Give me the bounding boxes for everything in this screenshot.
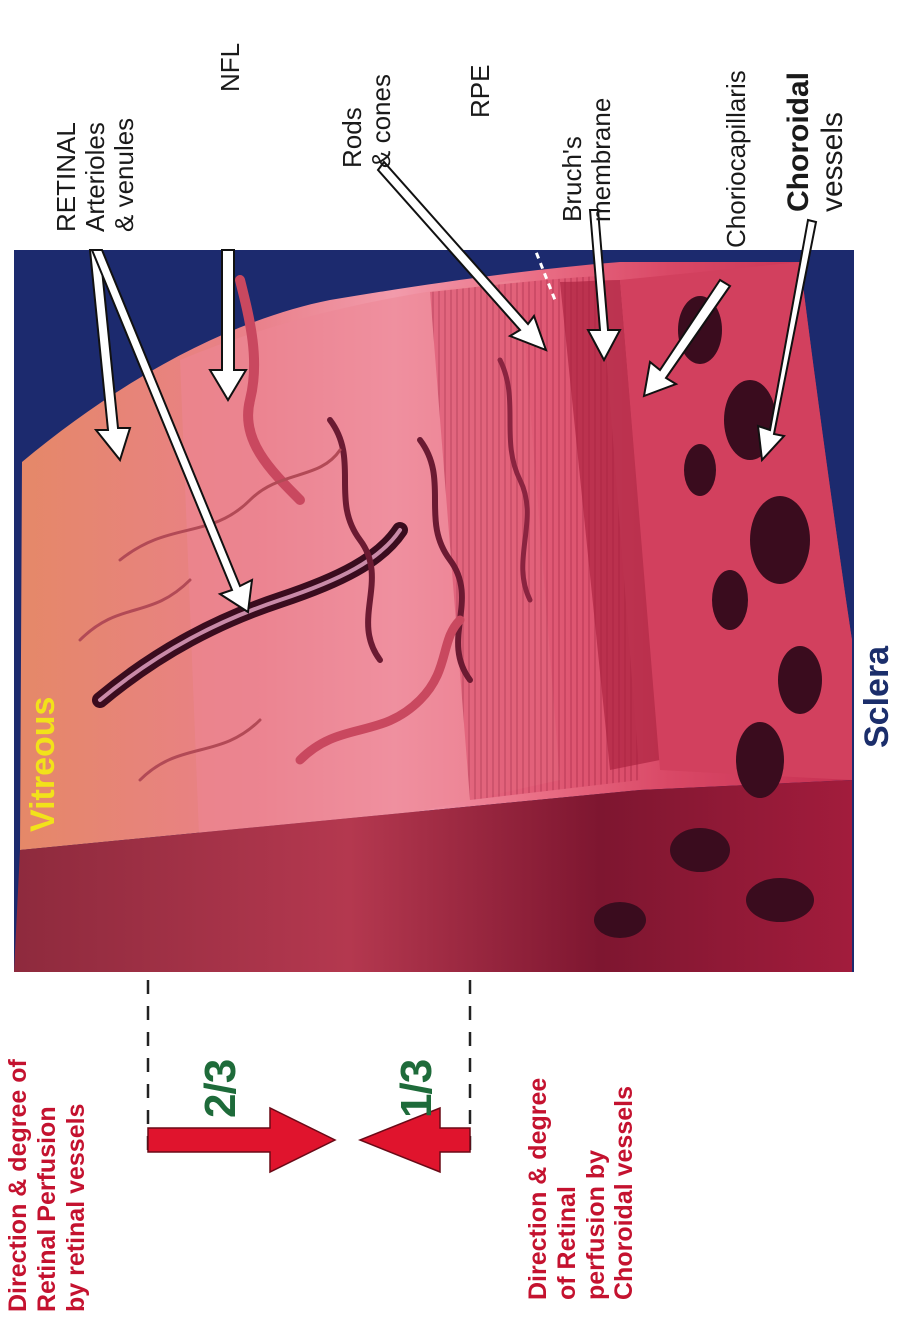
label-nfl-text: NFL — [216, 43, 245, 92]
retinal-fraction: 2/3 — [196, 1060, 246, 1118]
label-nfl: NFL — [216, 43, 245, 92]
label-retinal-line1: RETINAL — [52, 118, 81, 232]
choroidal-perfusion-caption: Direction & degree of Retinal perfusion … — [524, 1078, 639, 1300]
choroidal-fraction: 1/3 — [392, 1060, 442, 1118]
label-choriocapillaris-text: Choriocapillaris — [722, 70, 751, 248]
label-bruchs-line2: membrane — [587, 98, 616, 222]
label-bruchs: Bruch's membrane — [558, 98, 616, 222]
label-sclera: Sclera — [858, 646, 897, 748]
label-choroidal-line1: Choroidal — [782, 72, 816, 212]
label-choroidal-line2: vessels — [816, 72, 850, 212]
choroidal-caption-line4: Choroidal vessels — [610, 1078, 639, 1300]
label-retinal-vessels: RETINAL Arterioles & venules — [52, 118, 139, 232]
label-rods-cones: Rods & cones — [338, 74, 396, 168]
label-choroidal-vessels: Choroidal vessels — [782, 72, 849, 212]
label-rpe-text: RPE — [466, 65, 495, 118]
choroidal-caption-line2: of Retinal — [553, 1078, 582, 1300]
retinal-caption-line1: Direction & degree of — [4, 1059, 33, 1312]
retinal-caption-line2: Retinal Perfusion — [33, 1059, 62, 1312]
label-vitreous: Vitreous — [24, 697, 63, 832]
label-retinal-line2: Arterioles — [81, 118, 110, 232]
label-retinal-line3: & venules — [110, 118, 139, 232]
choroidal-caption-line1: Direction & degree — [524, 1078, 553, 1300]
label-rods-line1: Rods — [338, 74, 367, 168]
choroidal-caption-line3: perfusion by — [582, 1078, 611, 1300]
retinal-perfusion-caption: Direction & degree of Retinal Perfusion … — [4, 1059, 90, 1312]
label-choriocapillaris: Choriocapillaris — [722, 70, 751, 248]
label-rpe: RPE — [466, 65, 495, 118]
retinal-caption-line3: by retinal vessels — [62, 1059, 91, 1312]
label-bruchs-line1: Bruch's — [558, 98, 587, 222]
label-rods-line2: & cones — [367, 74, 396, 168]
